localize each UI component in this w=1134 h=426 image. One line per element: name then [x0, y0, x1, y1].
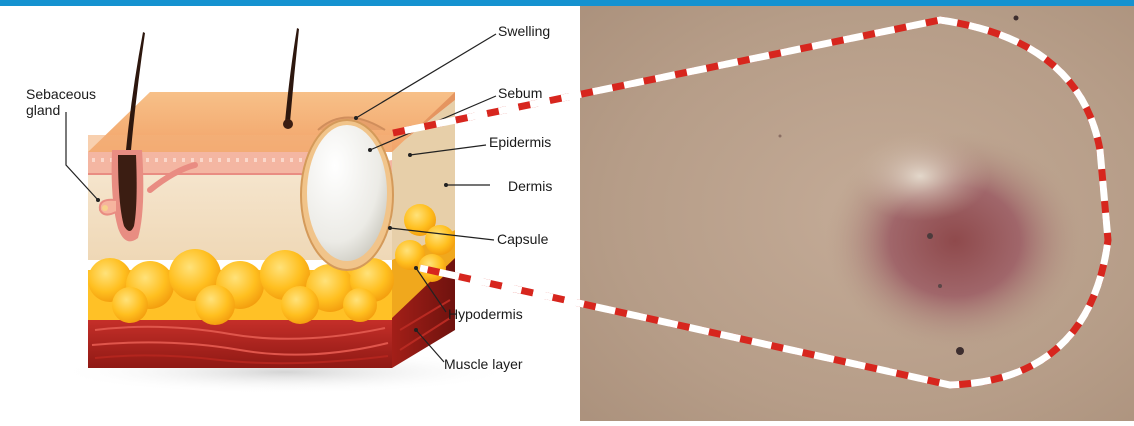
red-dashed-outline	[393, 20, 1108, 385]
